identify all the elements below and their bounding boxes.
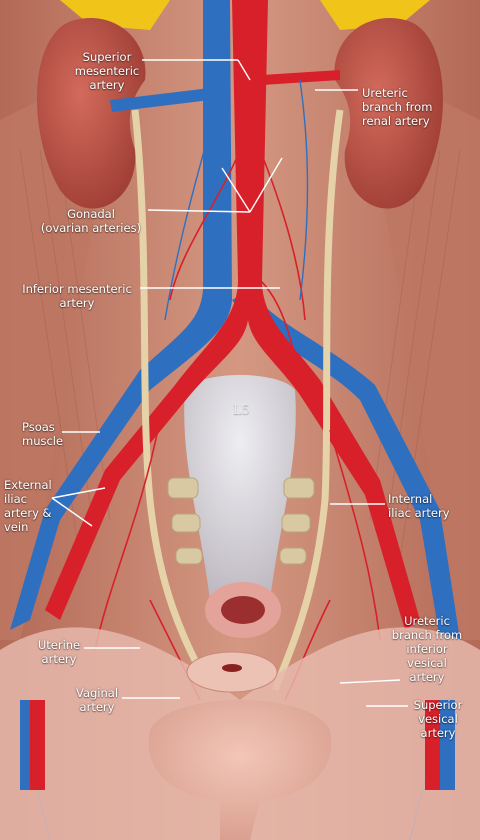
left-femoral-artery [30, 700, 45, 790]
sacrum [184, 375, 296, 600]
left-ureter [131, 109, 214, 692]
bladder [148, 700, 332, 840]
leader-external-iliac-2 [51, 497, 93, 527]
label-ureteric-branch-renal-artery: Ureteric branch from renal artery [362, 86, 433, 128]
label-psoas-muscle: Psoas muscle [22, 420, 64, 448]
label-internal-iliac-artery: Internal iliac artery [388, 492, 450, 520]
label-vaginal-artery: Vaginal artery [75, 686, 119, 714]
label-superior-mesenteric-artery: Superior mesenteric artery [74, 50, 140, 92]
left-kidney [37, 18, 146, 209]
label-external-iliac-artery-vein: External iliac artery & vein [4, 478, 52, 534]
right-ureter [271, 109, 344, 692]
left-renal-vein [110, 88, 210, 112]
label-uterine-artery: Uterine artery [37, 638, 81, 666]
rectum-lumen [221, 596, 265, 624]
aorta [45, 0, 420, 630]
right-renal-artery [262, 70, 340, 85]
right-femoral-artery [425, 700, 440, 790]
leader-gonadal-1 [147, 209, 251, 213]
right-kidney [334, 18, 443, 209]
leader-gonadal-3 [249, 157, 283, 213]
leader-ureteric-inferior-vesical [339, 679, 401, 684]
sacral-bones [167, 477, 315, 565]
leader-gonadal-2 [221, 167, 251, 213]
label-ureteric-branch-inferior-vesical-artery: Ureteric branch from inferior vesical ar… [391, 614, 463, 684]
leader-external-iliac-1 [51, 487, 106, 499]
label-inferior-mesenteric-artery: Inferior mesenteric artery [22, 282, 132, 310]
cervix-opening [222, 664, 242, 672]
right-common-iliac-vein [232, 290, 460, 640]
label-superior-vesical-artery: Superior vesical artery [413, 698, 463, 740]
label-gonadal-arteries: Gonadal (ovarian arteries) [40, 207, 142, 235]
vertebra-label: L5 [233, 403, 250, 418]
inferior-vena-cava [10, 0, 232, 630]
small-arteries [94, 149, 381, 701]
leader-lines [51, 59, 408, 707]
